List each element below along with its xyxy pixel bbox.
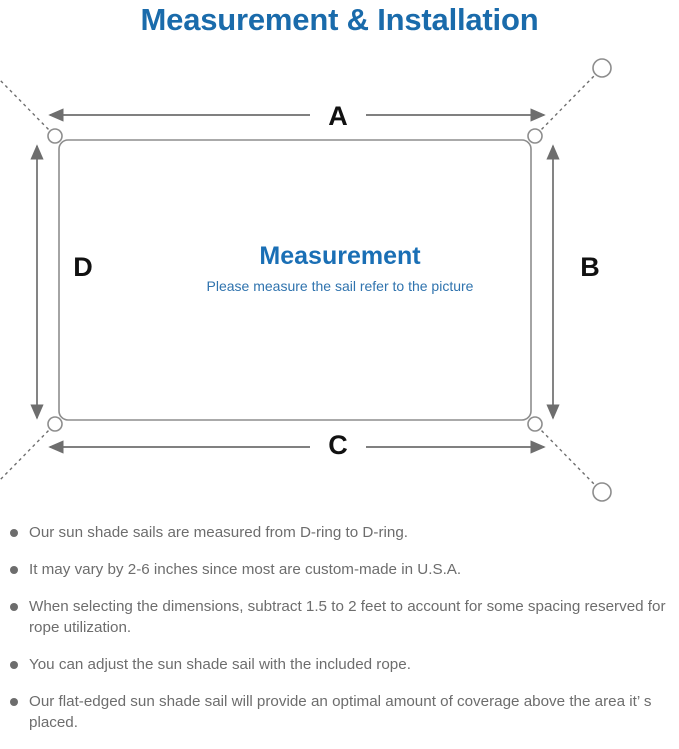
dimension-label-b: B [567,252,613,282]
bullet-icon [10,698,18,706]
anchor-point-bottom-right [592,482,612,502]
bullet-icon [10,566,18,574]
dimension-label-d: D [60,252,106,282]
list-item-text: When selecting the dimensions, subtract … [29,598,666,636]
page-title: Measurement & Installation [140,2,539,37]
dimension-label-a: A [310,101,366,131]
list-item: When selecting the dimensions, subtract … [0,596,679,638]
bullet-icon [10,529,18,537]
d-ring-top-right [527,128,543,144]
d-ring-bottom-left [47,416,63,432]
list-item-text: It may vary by 2-6 inches since most are… [29,561,462,578]
measurement-heading: Measurement [259,242,421,270]
rope-line-bottom-right [536,425,595,485]
sail-center-caption: Measurement Please measure the sail refe… [110,240,570,297]
d-ring-bottom-right [527,416,543,432]
anchor-point-top-right [592,58,612,78]
sail-diagram-svg [0,58,612,502]
bullet-icon [10,661,18,669]
rope-line-bottom-left [0,425,54,481]
rope-line-top-left [0,79,54,135]
dimension-label-c: C [310,430,366,460]
list-item-text: Our flat-edged sun shade sail will provi… [29,693,652,731]
list-item: It may vary by 2-6 inches since most are… [0,559,679,580]
list-item-text: Our sun shade sails are measured from D-… [29,524,408,541]
measurement-subheading: Please measure the sail refer to the pic… [206,278,474,294]
bullet-icon [10,603,18,611]
sail-diagram: A B C D Measurement Please measure the s… [0,44,679,514]
sail-outline [58,139,532,421]
list-item: Our flat-edged sun shade sail will provi… [0,691,679,733]
list-item: You can adjust the sun shade sail with t… [0,654,679,675]
list-item: Our sun shade sails are measured from D-… [0,522,679,543]
notes-list: Our sun shade sails are measured from D-… [0,522,679,749]
rope-line-top-right [536,75,595,135]
list-item-text: You can adjust the sun shade sail with t… [29,656,411,673]
d-ring-top-left [47,128,63,144]
